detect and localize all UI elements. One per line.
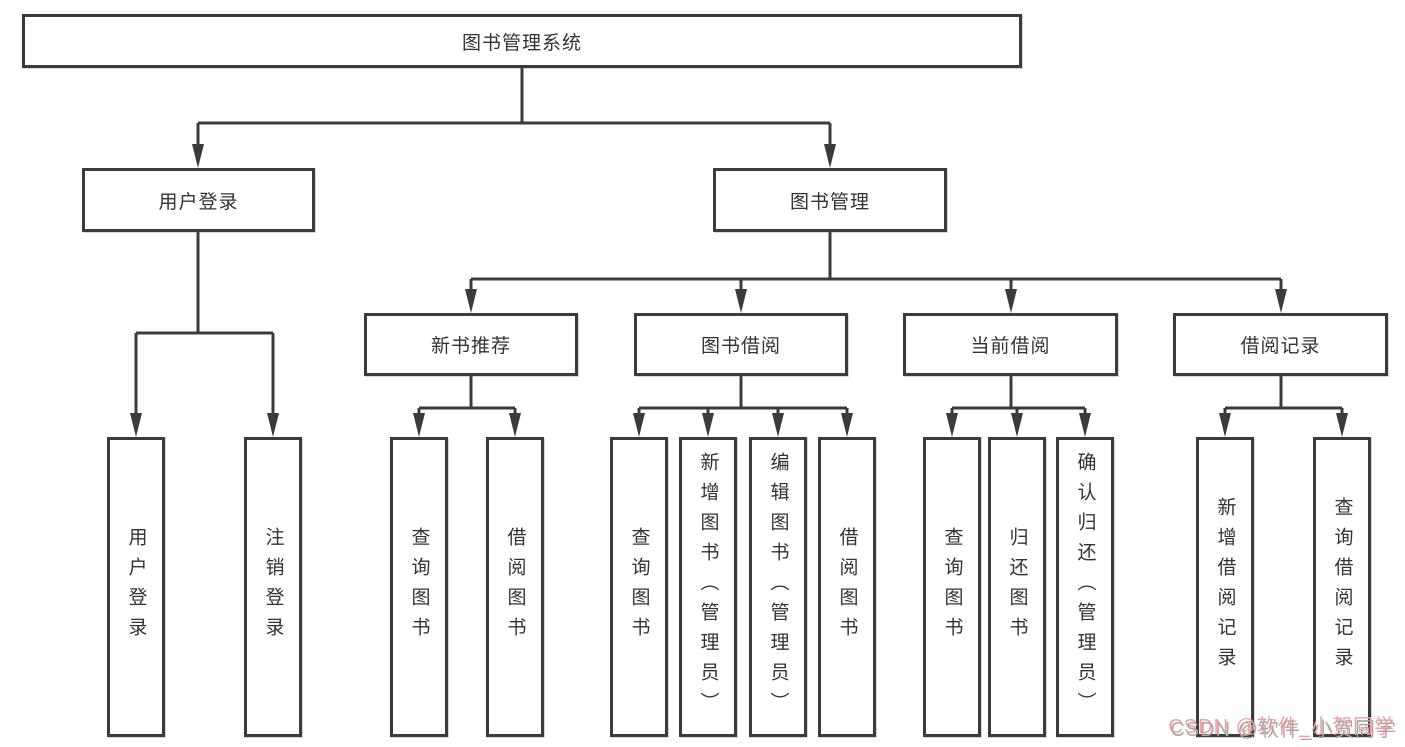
node-label: 归还图书 (1006, 527, 1028, 647)
node-user-login: 用户登录 (82, 168, 315, 232)
node-leaf-borrow-books-recommend: 借阅图书 (486, 437, 544, 737)
arrowhead-icon (735, 289, 747, 313)
node-label: 新书推荐 (430, 336, 511, 357)
arrowheads (130, 144, 1348, 437)
node-leaf-logout: 注销登录 (244, 437, 302, 737)
node-leaf-query-borrow-record: 查询借阅记录 (1313, 437, 1371, 737)
arrowhead-icon (1219, 413, 1231, 437)
node-label: 查询图书 (941, 527, 963, 647)
arrowhead-icon (1336, 413, 1348, 437)
node-label: 图书管理 (789, 191, 870, 213)
arrowhead-icon (772, 413, 784, 437)
node-label: 图书借阅 (700, 336, 781, 357)
connector-lines (134, 68, 1344, 419)
node-leaf-confirm-return-admin: 确认归还（管理员） (1056, 437, 1114, 737)
node-leaf-add-books-admin: 新增图书（管理员） (679, 437, 737, 737)
node-leaf-edit-books-admin: 编辑图书（管理员） (749, 437, 807, 737)
connector-book-borrow-children (637, 376, 849, 418)
node-current-borrowing: 当前借阅 (903, 313, 1118, 376)
node-borrowing-records: 借阅记录 (1173, 313, 1388, 376)
node-label: 用户登录 (125, 527, 147, 647)
connector-borrow-record-children (1223, 376, 1344, 418)
connector-root-to-level2 (196, 68, 832, 150)
arrowhead-icon (1005, 289, 1017, 313)
node-leaf-query-books-recommend: 查询图书 (390, 437, 448, 737)
node-book-borrowing: 图书借阅 (634, 313, 848, 376)
arrowhead-icon (1275, 289, 1287, 313)
arrowhead-icon (824, 144, 836, 168)
node-label: 借阅图书 (836, 527, 858, 647)
node-label: 查询借阅记录 (1331, 497, 1353, 677)
node-label: 借阅图书 (504, 527, 526, 647)
arrowhead-icon (1011, 413, 1023, 437)
node-leaf-user-login: 用户登录 (107, 437, 165, 737)
arrowhead-icon (267, 413, 279, 437)
node-label: 用户登录 (158, 191, 239, 213)
arrowhead-icon (702, 413, 714, 437)
node-label: 查询图书 (628, 527, 650, 647)
connector-book-mgmt-children (469, 232, 1283, 295)
node-book-management: 图书管理 (713, 168, 947, 232)
node-library-management-system: 图书管理系统 (22, 14, 1022, 68)
node-label: 借阅记录 (1240, 336, 1321, 357)
node-label: 查询图书 (408, 527, 430, 647)
arrowhead-icon (841, 413, 853, 437)
node-label: 注销登录 (262, 527, 284, 647)
arrowhead-icon (192, 144, 204, 168)
node-leaf-borrow-books: 借阅图书 (818, 437, 876, 737)
csdn-watermark: CSDN @软件_小贺同学 (1170, 719, 1397, 741)
arrowhead-icon (946, 413, 958, 437)
connector-user-login-children (134, 232, 275, 419)
arrowhead-icon (465, 289, 477, 313)
node-label: 当前借阅 (970, 336, 1051, 357)
node-leaf-return-books: 归还图书 (988, 437, 1046, 737)
node-label: 新增借阅记录 (1214, 497, 1236, 677)
node-label: 新增图书（管理员） (697, 452, 719, 722)
node-label: 图书管理系统 (461, 32, 582, 54)
node-label: 编辑图书（管理员） (767, 452, 789, 722)
connector-current-borrow-children (950, 376, 1087, 418)
arrowhead-icon (130, 413, 142, 437)
node-leaf-query-books-borrow: 查询图书 (610, 437, 668, 737)
node-leaf-add-borrow-record: 新增借阅记录 (1196, 437, 1254, 737)
arrowhead-icon (413, 413, 425, 437)
node-leaf-query-books-current: 查询图书 (923, 437, 981, 737)
arrowhead-icon (509, 413, 521, 437)
node-label: 确认归还（管理员） (1074, 452, 1096, 722)
arrowhead-icon (633, 413, 645, 437)
arrowhead-icon (1079, 413, 1091, 437)
connector-new-book-children (417, 376, 517, 418)
node-new-book-recommend: 新书推荐 (364, 313, 578, 376)
